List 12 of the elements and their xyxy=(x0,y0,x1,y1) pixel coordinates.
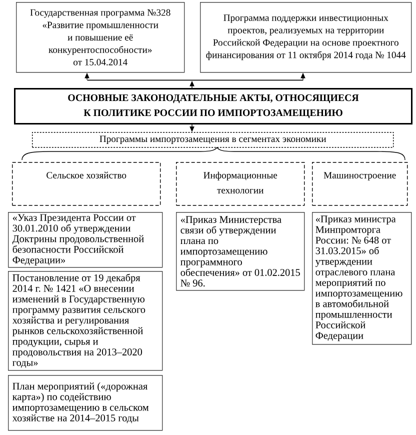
program-box: Программа поддержки инвестиционных проектов, реализуемых на территории Российской Федерации на основе проектного финансирования от 11 октября 2014 года № 1044 xyxy=(200,2,412,73)
category-box: Программы импортозамещения в сегментах экономики xyxy=(32,132,394,148)
sector-box: Информационные технологии xyxy=(176,162,305,206)
document-box: «Приказ Министерства связи об утверждении плана по импортозамещению программного обеспечения» от 01.02.2015 № 96. xyxy=(176,212,305,291)
document-box: «Указ Президента России от 30.01.2010 об утверждении Доктрины продовольственной безопасности Российской Федерации» xyxy=(8,212,163,268)
document-box: Постановление от 19 декабря 2014 г. № 1421 «О внесении изменений в Государственную программу развития сельского хозяйства и регулирования рынков сельскохозяйственной продукции, сырья и продовольствия на 2013–2020 годы» xyxy=(8,271,163,371)
document-box: План мероприятий («дорожная карта») по содействию импортозамещению в сельском хозяйстве на 2014–2015 годы xyxy=(8,375,163,431)
document-box: «Приказ министра Минпромторга России: № 648 от 31.03.2015» об утверждении отраслевого плана мероприятий по импортозамещению в автомобильной промышленности Российской Федерации xyxy=(312,212,412,345)
sector-box: Сельское хозяйство xyxy=(12,162,161,206)
program-box: Государственная программа №328 «Развитие промышленности и повышение её конкурентоспособности» от 15.04.2014 xyxy=(16,2,185,73)
heading-box: ОСНОВНЫЕ ЗАКОНОДАТЕЛЬНЫЕ АКТЫ, ОТНОСЯЩИЕСЯ К ПОЛИТИКЕ РОССИИ ПО ИМПОРТОЗАМЕЩЕНИЮ xyxy=(14,88,412,124)
sector-box: Машиностроение xyxy=(312,162,408,206)
